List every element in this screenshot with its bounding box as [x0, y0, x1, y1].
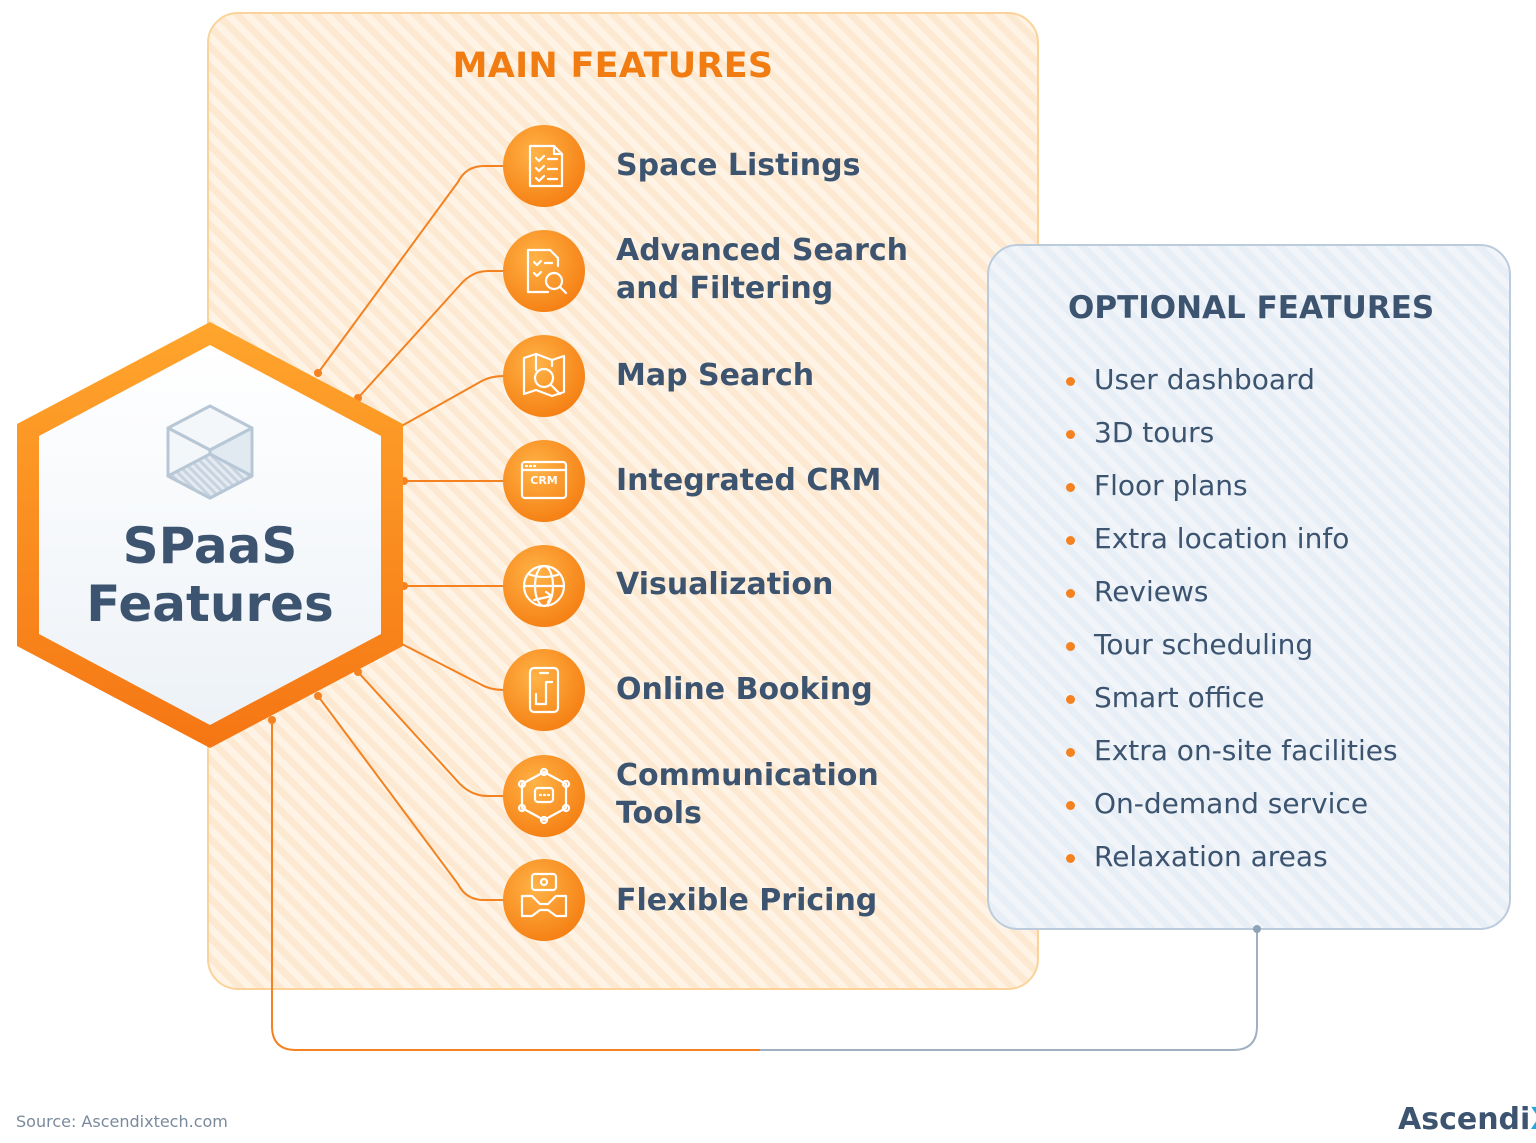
cube-icon [166, 404, 254, 500]
connector-optional-orange [271, 720, 760, 1051]
connector-flexible-pricing [317, 695, 504, 901]
optional-item: Extra location info [1094, 522, 1350, 555]
document-search-icon [526, 248, 568, 295]
feature-label-line: Online Booking [616, 672, 873, 707]
connector-communication [357, 671, 504, 797]
feature-label-line: and Filtering [616, 271, 834, 306]
optional-item: Extra on-site facilities [1094, 734, 1398, 767]
bullet-icon [1066, 430, 1075, 439]
center-title-line1: SPaaS [122, 517, 298, 575]
feature-label-online-booking: Online Booking [616, 671, 946, 709]
feature-label-advanced-search: Advanced Search and Filtering [616, 232, 946, 308]
optional-item: 3D tours [1094, 416, 1215, 449]
center-title-line2: Features [86, 575, 334, 633]
feature-label-line: Tools [616, 796, 702, 831]
optional-item: On-demand service [1094, 787, 1369, 820]
optional-item: Smart office [1094, 681, 1265, 714]
feature-label-flexible-pricing: Flexible Pricing [616, 882, 946, 920]
mobile-booking-icon [528, 666, 560, 714]
feature-label-space-listings: Space Listings [616, 147, 946, 185]
connector-map-search [397, 375, 505, 429]
crm-window-icon [520, 460, 568, 500]
optional-item: Floor plans [1094, 469, 1248, 502]
optional-item: Relaxation areas [1094, 840, 1328, 873]
checklist-document-icon [528, 144, 564, 188]
bullet-icon [1066, 536, 1075, 545]
bullet-icon [1066, 801, 1075, 810]
brand-accent: X [1530, 1102, 1536, 1137]
bullet-icon [1066, 483, 1075, 492]
connector-lines [317, 165, 505, 901]
feature-label-integrated-crm: Integrated CRM [616, 462, 946, 500]
feature-label-line: Space Listings [616, 148, 861, 183]
brand-name: Ascendi [1398, 1102, 1531, 1137]
crm-icon-text: CRM [530, 474, 558, 487]
feature-label-line: Flexible Pricing [616, 883, 878, 918]
bullet-icon [1066, 642, 1075, 651]
bullet-icon [1066, 748, 1075, 757]
optional-item: Reviews [1094, 575, 1209, 608]
feature-label-line: Advanced Search [616, 233, 909, 268]
optional-features-title: OPTIONAL FEATURES [1068, 290, 1435, 326]
connector-space-listings [317, 165, 504, 374]
feature-label-map-search: Map Search [616, 357, 946, 395]
handshake-coin-icon [520, 872, 568, 918]
optional-features-panel [987, 244, 1511, 930]
feature-label-line: Communication [616, 758, 879, 793]
feature-label-communication-tools: Communication Tools [616, 757, 946, 833]
center-title: SPaaS Features [60, 517, 360, 633]
feature-label-visualization: Visualization [616, 566, 946, 604]
optional-item: User dashboard [1094, 363, 1315, 396]
optional-item: Tour scheduling [1094, 628, 1314, 661]
map-search-icon [522, 352, 566, 398]
network-chat-icon [517, 767, 571, 825]
brand-logo: AscendiX [1398, 1102, 1536, 1137]
connector-advanced-search [357, 270, 504, 399]
main-features-title: MAIN FEATURES [452, 46, 774, 86]
bullet-icon [1066, 589, 1075, 598]
bullet-icon [1066, 695, 1075, 704]
center-hexagon-inner [39, 345, 381, 725]
bullet-icon [1066, 377, 1075, 386]
connector-online-booking [397, 641, 505, 691]
feature-label-line: Map Search [616, 358, 815, 393]
feature-label-line: Visualization [616, 567, 834, 602]
source-caption: Source: Ascendixtech.com [16, 1112, 228, 1131]
feature-label-line: Integrated CRM [616, 463, 882, 498]
globe-arrow-icon [522, 564, 566, 608]
connector-optional-grey [760, 929, 1258, 1051]
bullet-icon [1066, 854, 1075, 863]
